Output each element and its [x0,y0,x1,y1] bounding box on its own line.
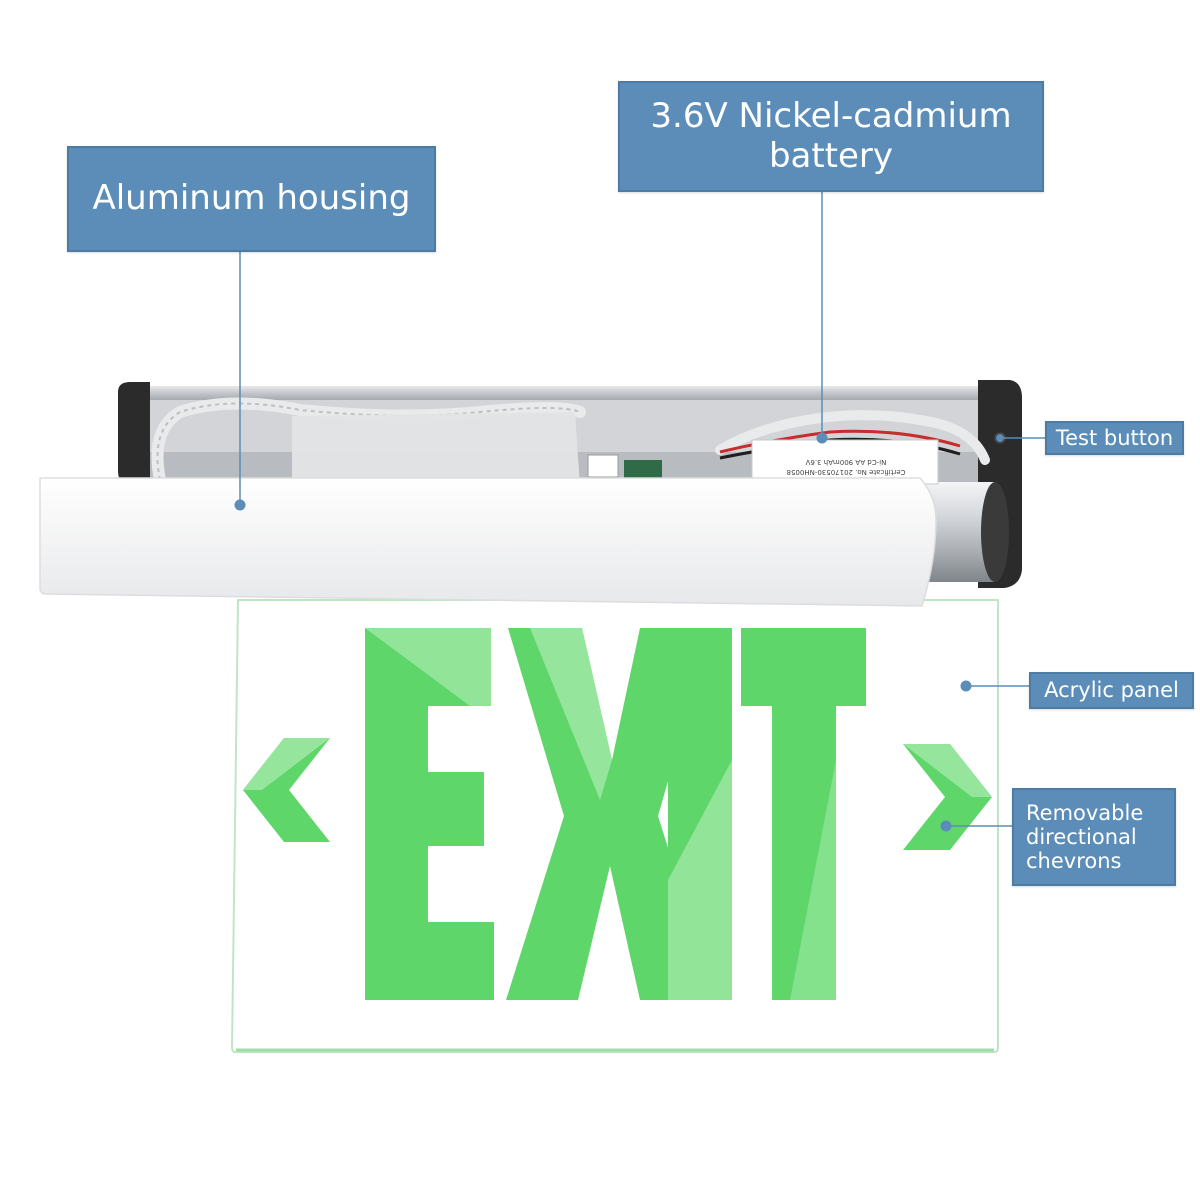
front-cover [39,477,937,607]
callout-aluminum-housing: Aluminum housing [67,146,436,252]
callout-chevrons: Removable directional chevrons [1012,788,1176,886]
callout-chevrons-text: Removable directional chevrons [1026,800,1144,874]
callout-test-button: Test button [1045,421,1184,455]
callout-aluminum-housing-text: Aluminum housing [92,178,411,219]
letter-x [506,628,716,1000]
battery-anchor-dot [816,432,828,444]
acrylic-anchor-dot [960,680,972,692]
housing-anchor-dot [234,499,246,511]
callout-battery: 3.6V Nickel-cadmium battery [618,81,1044,192]
callout-acrylic-panel-text: Acrylic panel [1044,678,1179,703]
battery-label-line-2: Certificate No. 20170530-NH0058 [787,468,906,476]
callout-battery-text: 3.6V Nickel-cadmium battery [650,96,1012,176]
leader-lines [234,192,1045,832]
left-chevron [243,738,330,842]
chevron-anchor-dot [940,820,952,832]
callout-acrylic-panel: Acrylic panel [1029,672,1194,709]
right-chevron [903,744,992,850]
letter-e [365,628,494,1000]
test-button-anchor-dot [996,434,1004,442]
battery-pack [751,439,939,485]
exit-letters [365,628,866,1000]
battery-label-line-1: Ni-Cd AA 900mAh 3.6V [805,458,886,466]
callout-test-button-text: Test button [1055,425,1174,450]
